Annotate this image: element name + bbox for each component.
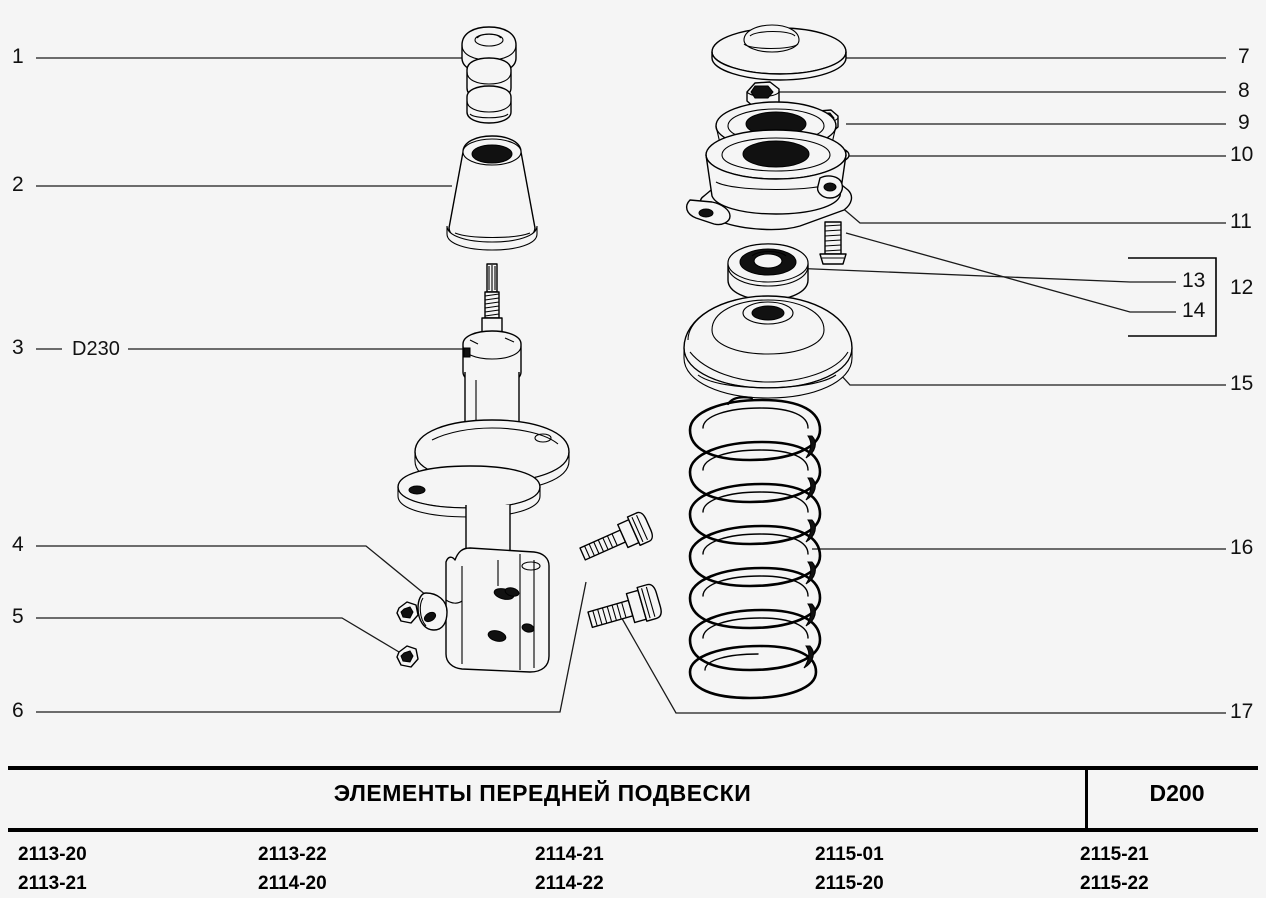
part-bearing-assembly [727,243,809,301]
part-number[interactable]: 2114-22 [535,873,604,894]
callout-5[interactable]: 5 [12,605,24,628]
part-spring-upper-seat [683,295,853,399]
part-number[interactable]: 2113-20 [18,844,87,865]
part-washer-oval [417,592,448,631]
callout-17[interactable]: 17 [1230,700,1254,723]
part-number[interactable]: 2113-22 [258,844,327,865]
sheet-code: D200 [1149,780,1205,806]
part-number-col-3: 2114-21 2114-22 [535,840,604,898]
part-number[interactable]: 2115-21 [1080,844,1149,865]
part-number[interactable]: 2114-20 [258,873,327,894]
callout-1[interactable]: 1 [12,45,24,68]
callout-11[interactable]: 11 [1230,210,1252,233]
callout-7[interactable]: 7 [1238,45,1250,68]
title-rule-bottom [8,828,1258,832]
callout-6[interactable]: 6 [12,699,24,722]
part-upper-mount-cap [711,24,847,81]
part-number-col-4: 2115-01 2115-20 [815,840,884,898]
callout-3[interactable]: 3 [12,336,24,359]
callout-13[interactable]: 13 [1182,269,1206,292]
part-number[interactable]: 2115-20 [815,873,884,894]
part-nut-small-pair [396,601,419,668]
part-bolt-flange-lower [587,583,662,629]
part-number[interactable]: 2115-01 [815,844,884,865]
page-title: ЭЛЕМЕНТЫ ПЕРЕДНЕЙ ПОДВЕСКИ [333,780,752,806]
part-number-col-2: 2113-22 2114-20 [258,840,327,898]
part-number-col-5: 2115-21 2115-22 [1080,840,1149,898]
part-dust-cover-boot [446,135,538,251]
callout-10[interactable]: 10 [1230,143,1254,166]
part-number-row: 2113-20 2113-21 2113-22 2114-20 2114-21 … [0,840,1266,895]
part-number[interactable]: 2115-22 [1080,873,1149,894]
title-rule-top [8,766,1258,770]
leader-lines-left [36,57,587,713]
callout-12[interactable]: 12 [1230,276,1254,299]
part-number-col-1: 2113-20 2113-21 [18,840,87,898]
part-coil-spring [688,396,822,700]
part-number[interactable]: 2113-21 [18,873,87,894]
part-bolt-flange-upper [579,511,653,561]
part-strut-shock-absorber [397,263,570,673]
part-bump-stop-rubber [461,26,517,124]
part-upper-support-bracket [685,101,853,265]
callout-8[interactable]: 8 [1238,79,1250,102]
callout-9[interactable]: 9 [1238,111,1250,134]
leader-lines-right [615,57,1226,714]
callout-15[interactable]: 15 [1230,372,1254,395]
title-block: ЭЛЕМЕНТЫ ПЕРЕДНЕЙ ПОДВЕСКИ D200 2113-20 … [0,766,1266,895]
callout-16[interactable]: 16 [1230,536,1254,559]
callout-14[interactable]: 14 [1182,299,1206,322]
title-divider [1085,766,1088,832]
callout-2[interactable]: 2 [12,173,24,196]
cross-reference-d230[interactable]: D230 [72,338,120,360]
part-number[interactable]: 2114-21 [535,844,604,865]
callout-4[interactable]: 4 [12,533,24,556]
